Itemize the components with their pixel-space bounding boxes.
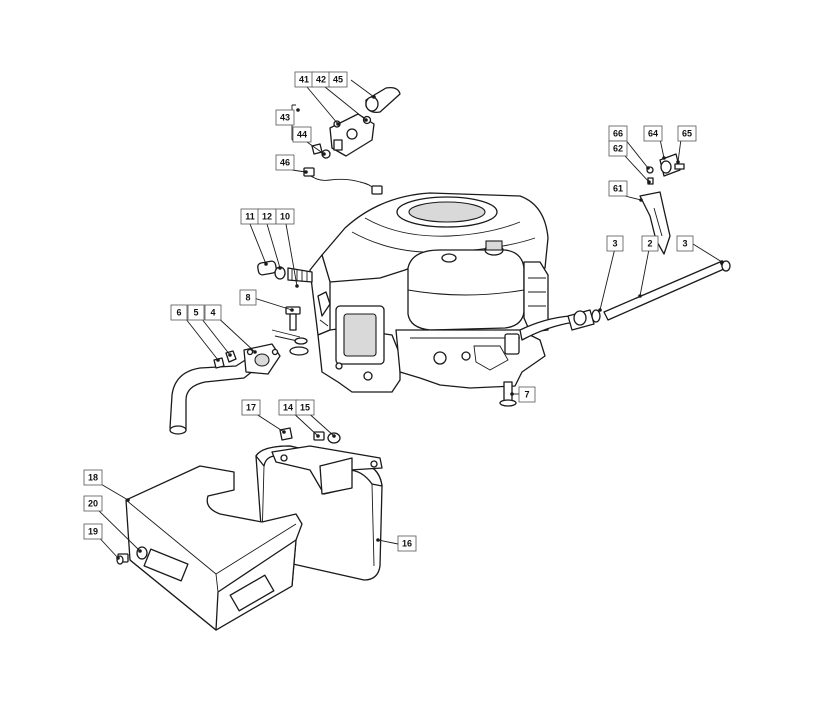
svg-text:18: 18 (88, 473, 98, 483)
callout-14: 14 (278, 399, 298, 416)
svg-text:42: 42 (316, 75, 326, 85)
svg-text:17: 17 (246, 403, 256, 413)
callout-3-right: 3 (676, 235, 694, 252)
svg-text:20: 20 (88, 499, 98, 509)
callout-43: 43 (275, 109, 295, 126)
callout-20: 20 (83, 495, 103, 512)
svg-text:64: 64 (648, 129, 658, 139)
svg-text:6: 6 (176, 308, 181, 318)
callout-65: 65 (677, 125, 697, 142)
svg-text:65: 65 (682, 129, 692, 139)
callout-62: 62 (608, 140, 628, 157)
callout-19: 19 (83, 523, 103, 540)
callout-11: 11 (240, 208, 260, 225)
svg-text:45: 45 (333, 75, 343, 85)
callout-7: 7 (518, 386, 536, 403)
callout-45: 45 (328, 71, 348, 88)
leader-lines (93, 79, 724, 560)
callout-5: 5 (187, 304, 205, 321)
callout-44: 44 (292, 126, 312, 143)
svg-text:62: 62 (613, 144, 623, 154)
mounting-bolt (499, 381, 517, 407)
callout-64: 64 (643, 125, 663, 142)
callout-46: 46 (275, 154, 295, 171)
svg-text:2: 2 (647, 239, 652, 249)
svg-text:14: 14 (283, 403, 293, 413)
svg-text:7: 7 (524, 390, 529, 400)
svg-text:10: 10 (280, 212, 290, 222)
fuel-hose (567, 260, 731, 331)
svg-text:5: 5 (193, 308, 198, 318)
svg-text:41: 41 (299, 75, 309, 85)
callout-3-left: 3 (606, 235, 624, 252)
callout-15: 15 (295, 399, 315, 416)
control-bracket-assembly (303, 86, 401, 195)
svg-text:4: 4 (210, 308, 215, 318)
svg-text:15: 15 (300, 403, 310, 413)
callout-17: 17 (241, 399, 261, 416)
svg-text:19: 19 (88, 527, 98, 537)
spark-plug-parts (257, 260, 313, 283)
callout-8: 8 (239, 289, 257, 306)
heat-shield (116, 465, 303, 631)
svg-text:3: 3 (682, 239, 687, 249)
callout-41: 41 (294, 71, 314, 88)
callout-2: 2 (641, 235, 659, 252)
throttle-assembly (639, 153, 685, 255)
callout-61: 61 (608, 180, 628, 197)
svg-text:16: 16 (402, 539, 412, 549)
callout-18: 18 (83, 469, 103, 486)
svg-text:46: 46 (280, 158, 290, 168)
svg-text:61: 61 (613, 184, 623, 194)
exhaust-pipe (169, 343, 281, 435)
callout-66: 66 (608, 125, 628, 142)
svg-text:43: 43 (280, 113, 290, 123)
callout-labels: 41 42 45 43 44 46 66 64 (83, 71, 697, 552)
svg-text:66: 66 (613, 129, 623, 139)
svg-text:11: 11 (245, 212, 255, 222)
svg-text:8: 8 (245, 293, 250, 303)
bolt-and-washers (271, 306, 309, 356)
svg-text:44: 44 (297, 130, 307, 140)
engine-block (309, 192, 576, 393)
callout-12: 12 (257, 208, 277, 225)
svg-text:12: 12 (262, 212, 272, 222)
callout-10: 10 (275, 208, 295, 225)
callout-42: 42 (311, 71, 331, 88)
callout-6: 6 (170, 304, 188, 321)
svg-text:3: 3 (612, 239, 617, 249)
callout-4: 4 (204, 304, 222, 321)
callout-16: 16 (397, 535, 417, 552)
